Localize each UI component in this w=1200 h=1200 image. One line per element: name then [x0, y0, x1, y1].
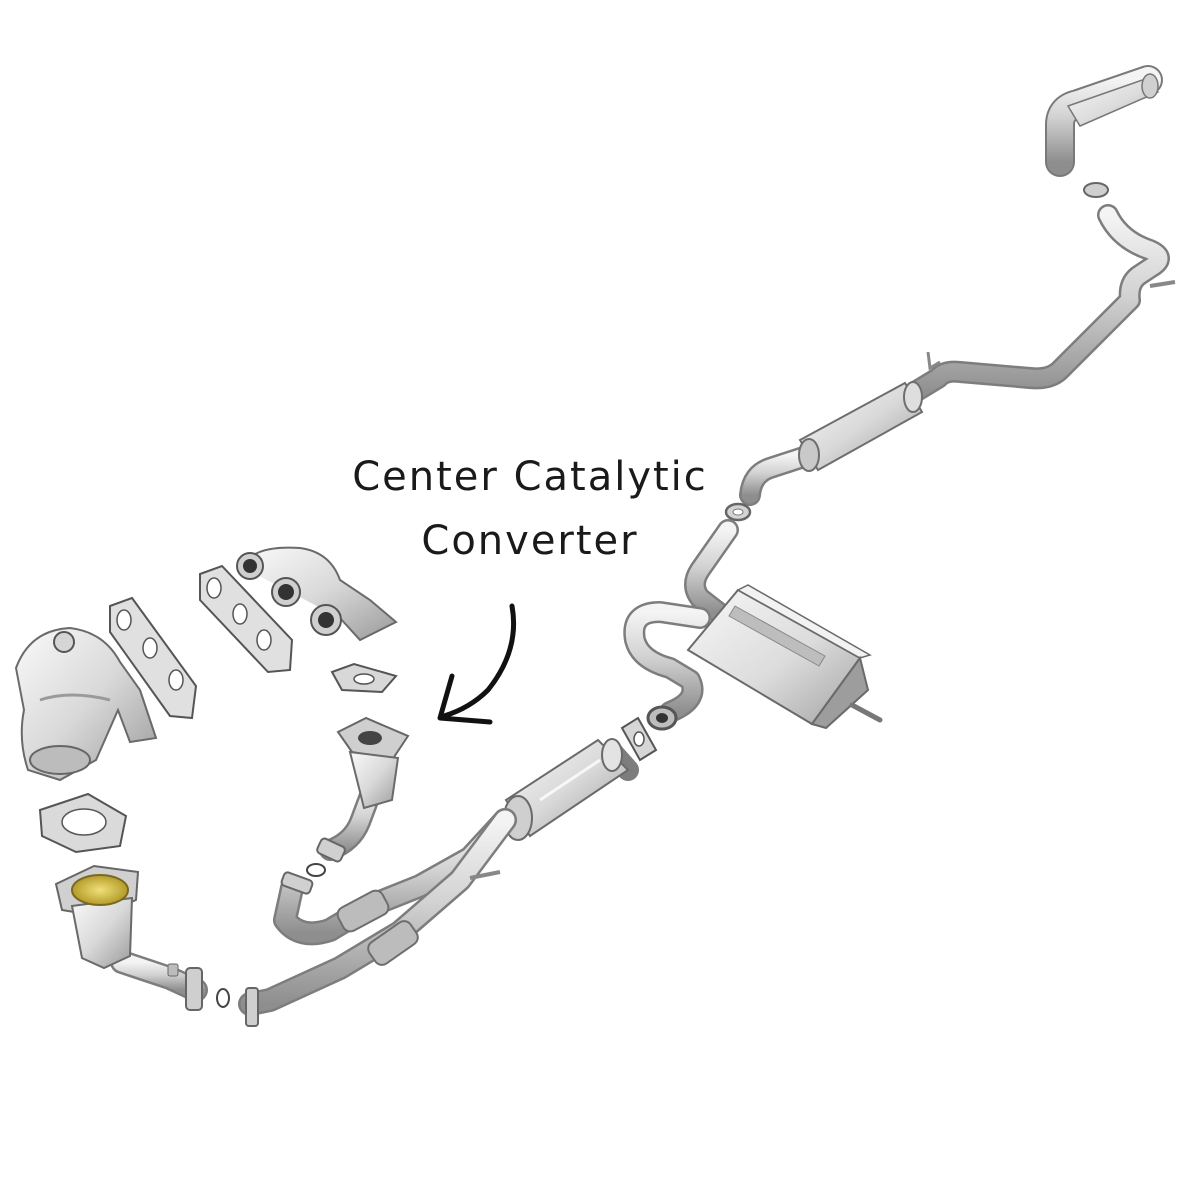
- tip-clamp: [1083, 182, 1109, 198]
- front-exhaust-manifold: [14, 626, 158, 782]
- callout-line-1: Center Catalytic: [352, 454, 708, 500]
- rear-pipe: [899, 204, 1176, 406]
- callout-label: Center Catalytic Converter: [352, 454, 708, 564]
- mid-pipe-clamp: [724, 502, 752, 522]
- front-manifold-converter: [54, 864, 208, 1011]
- rear-bank-flange-gasket: [330, 662, 398, 694]
- rear-manifold-converter: [316, 716, 410, 863]
- exhaust-tip: [1045, 65, 1163, 177]
- callout-arrow: [437, 603, 517, 725]
- rear-manifold-gasket: [199, 564, 294, 674]
- front-pipe-o-ring-lower: [216, 988, 230, 1008]
- y-pipe: [238, 808, 517, 1027]
- muffler-inlet-gasket: [620, 716, 658, 762]
- front-manifold-gasket: [109, 596, 198, 720]
- muffler: [686, 584, 883, 730]
- front-pipe-o-ring-upper: [306, 863, 326, 877]
- callout-line-2: Converter: [421, 518, 638, 564]
- resonator: [739, 381, 924, 506]
- center-catalytic-converter-mid: [503, 738, 639, 841]
- muffler-pipes: [623, 519, 739, 723]
- rear-exhaust-manifold: [236, 546, 398, 642]
- front-bank-flange-gasket: [38, 792, 128, 854]
- muffler-inlet-flange: [646, 705, 678, 731]
